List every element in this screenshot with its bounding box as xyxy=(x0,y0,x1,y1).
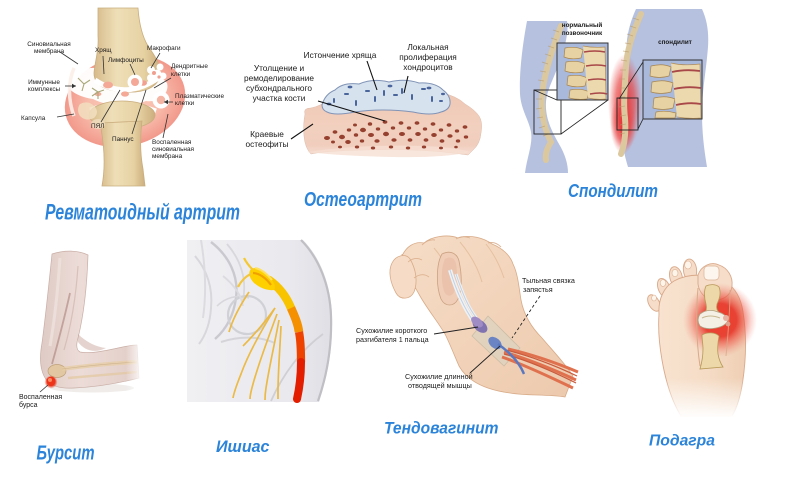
svg-text:комплексы: комплексы xyxy=(28,86,61,93)
svg-text:отводящей мышцы: отводящей мышцы xyxy=(408,381,472,390)
svg-text:разгибателя 1 пальца: разгибателя 1 пальца xyxy=(356,335,429,344)
svg-text:мембрана: мембрана xyxy=(34,47,65,55)
svg-text:ПЯЛ: ПЯЛ xyxy=(91,123,104,130)
svg-text:запястья: запястья xyxy=(523,285,553,294)
svg-text:Подагра: Подагра xyxy=(649,433,715,450)
svg-text:нормальный: нормальный xyxy=(562,21,603,29)
svg-text:Бурсит: Бурсит xyxy=(37,443,95,465)
svg-text:Синовиальная: Синовиальная xyxy=(27,41,71,48)
svg-text:Дендритные: Дендритные xyxy=(171,63,208,70)
svg-text:Спондилит: Спондилит xyxy=(568,181,658,201)
svg-text:ремоделирование: ремоделирование xyxy=(244,73,314,83)
svg-text:Лимфоциты: Лимфоциты xyxy=(108,57,144,64)
svg-text:Ревматоидный артрит: Ревматоидный артрит xyxy=(45,200,240,225)
svg-text:мембрана: мембрана xyxy=(152,152,183,160)
svg-text:спондилит: спондилит xyxy=(658,39,692,46)
svg-text:Иммунные: Иммунные xyxy=(28,79,60,86)
svg-text:позвоночник: позвоночник xyxy=(562,30,603,37)
svg-text:Истончение хряща: Истончение хряща xyxy=(304,50,377,60)
svg-text:Утолщение и: Утолщение и xyxy=(254,63,305,73)
svg-text:Тыльная связка: Тыльная связка xyxy=(522,276,575,285)
svg-text:Макрофаги: Макрофаги xyxy=(147,45,181,52)
svg-text:пролиферация: пролиферация xyxy=(399,52,457,62)
svg-text:участка кости: участка кости xyxy=(253,93,306,103)
svg-text:клетки: клетки xyxy=(171,71,191,78)
svg-text:Сухожилие короткого: Сухожилие короткого xyxy=(356,326,427,335)
svg-text:бурса: бурса xyxy=(19,401,38,409)
svg-text:субхондрального: субхондрального xyxy=(246,83,312,93)
svg-text:Ишиас: Ишиас xyxy=(216,438,270,456)
svg-text:Хрящ: Хрящ xyxy=(95,47,112,54)
svg-text:синовиальная: синовиальная xyxy=(152,146,195,153)
svg-text:Воспаленная: Воспаленная xyxy=(152,139,192,146)
svg-text:Локальная: Локальная xyxy=(407,42,448,52)
svg-text:остеофиты: остеофиты xyxy=(246,139,289,149)
svg-text:хондроцитов: хондроцитов xyxy=(403,62,453,72)
svg-text:Паннус: Паннус xyxy=(112,136,134,143)
svg-text:Остеоартрит: Остеоартрит xyxy=(304,189,422,211)
svg-text:Капсула: Капсула xyxy=(21,115,46,122)
svg-text:Тендовагинит: Тендовагинит xyxy=(384,419,499,438)
svg-text:Краевые: Краевые xyxy=(250,129,284,139)
svg-text:Воспаленная: Воспаленная xyxy=(19,394,62,401)
svg-text:клетки: клетки xyxy=(175,100,195,107)
svg-text:Плазматические: Плазматические xyxy=(175,93,224,100)
svg-text:Сухожилие длинной: Сухожилие длинной xyxy=(405,372,473,381)
